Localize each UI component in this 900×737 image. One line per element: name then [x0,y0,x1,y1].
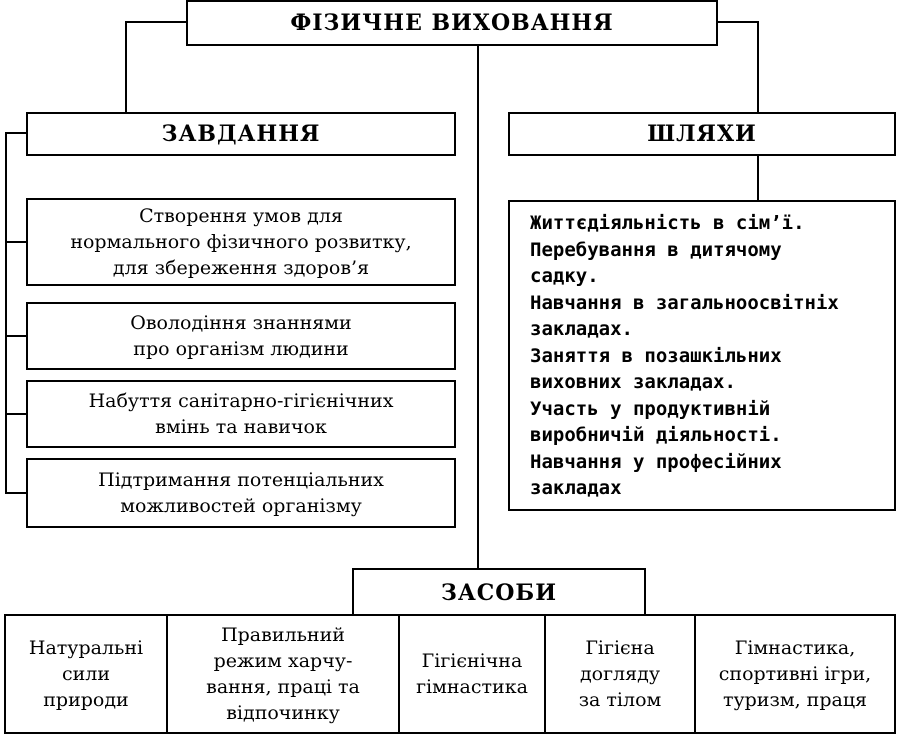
means-text: Гімнастика, спортивні ігри, туризм, прац… [718,637,872,711]
means-text: Правильний режим харчу- вання, праці та … [206,624,360,724]
means-cell: Гігієна догляду за тілом [546,616,696,732]
title-text: ФІЗИЧНЕ ВИХОВАННЯ [290,10,614,36]
means-cell: Гімнастика, спортивні ігри, туризм, прац… [696,616,894,732]
tasks-header: ЗАВДАННЯ [26,112,456,156]
tasks-header-text: ЗАВДАННЯ [161,121,321,147]
means-text: Натуральні сили природи [28,637,144,711]
means-cell: Гігієнічна гімнастика [400,616,546,732]
ways-header: ШЛЯХИ [508,112,896,156]
means-header-text: ЗАСОБИ [440,580,558,606]
means-row: Натуральні сили природи Правильний режим… [4,614,896,734]
task-text: Оволодіння знаннями про організм людини [130,312,352,360]
task-box: Набуття санітарно-гігієнічних вмінь та н… [26,380,456,448]
means-header: ЗАСОБИ [352,568,646,616]
ways-item: Навчання в загальноосвітніх закладах. [530,291,839,341]
means-cell: Натуральні сили природи [6,616,168,732]
ways-item: Участь у продуктивній виробничій діяльно… [530,397,782,447]
task-box: Оволодіння знаннями про організм людини [26,302,456,370]
means-text: Гігієна догляду за тілом [578,637,662,711]
task-box: Підтримання потенціальних можливостей ор… [26,458,456,528]
means-text: Гігієнічна гімнастика [416,650,528,698]
ways-item: Навчання у професійних закладах [530,450,782,500]
ways-item: Заняття в позашкільних виховних закладах… [530,344,782,394]
ways-item: Життєдіяльність в сім’ї. [530,212,805,234]
task-text: Набуття санітарно-гігієнічних вмінь та н… [88,390,394,438]
task-text: Створення умов для нормального фізичного… [70,205,412,279]
ways-item: Перебування в дитячому садку. [530,238,782,288]
title-box: ФІЗИЧНЕ ВИХОВАННЯ [186,0,718,46]
task-text: Підтримання потенціальних можливостей ор… [98,469,384,517]
ways-list: Життєдіяльність в сім’ї. Перебування в д… [508,200,896,511]
ways-header-text: ШЛЯХИ [647,121,757,147]
task-box: Створення умов для нормального фізичного… [26,198,456,286]
means-cell: Правильний режим харчу- вання, праці та … [168,616,400,732]
